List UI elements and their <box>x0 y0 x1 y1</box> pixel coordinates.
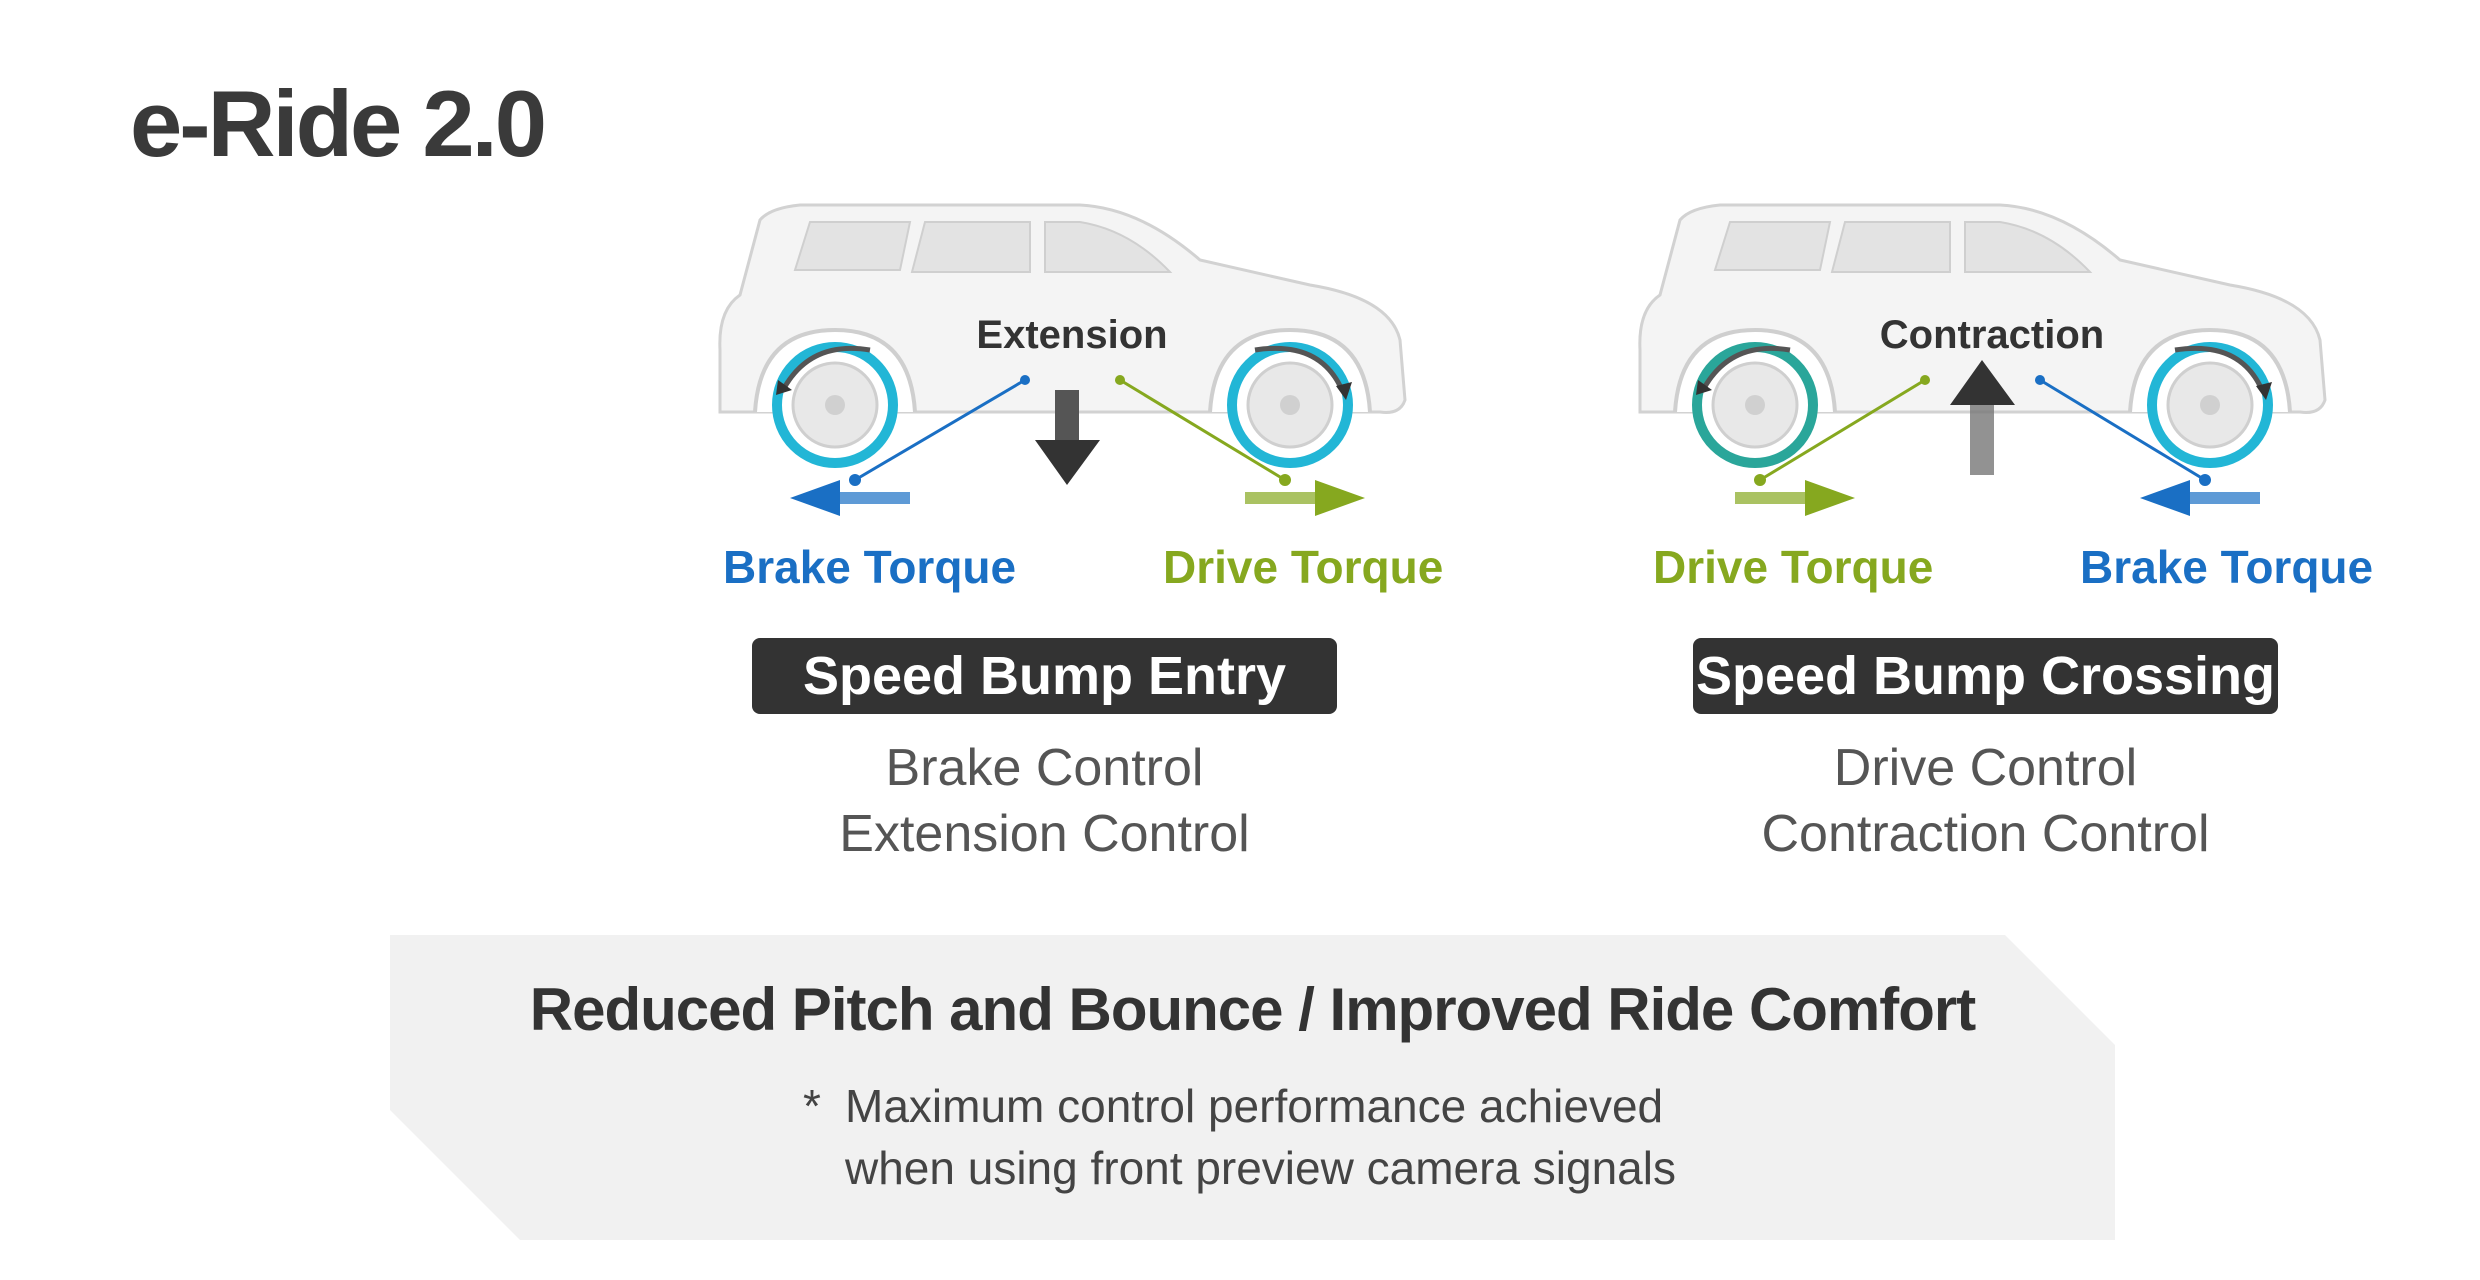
summary-headline: Reduced Pitch and Bounce / Improved Ride… <box>529 976 1977 1043</box>
brake-torque-label: Brake Torque <box>723 541 1017 593</box>
control-line: Drive Control <box>1833 739 2138 797</box>
drive-arrow-icon <box>1735 480 1855 516</box>
car-window <box>793 221 912 271</box>
page-title: e-Ride 2.0 <box>130 71 547 176</box>
front-wheel <box>1227 342 1353 468</box>
car-window <box>1713 221 1832 271</box>
summary-banner: Reduced Pitch and Bounce / Improved Ride… <box>390 935 2115 1240</box>
scenario-badge: Speed Bump Crossing <box>1693 638 2278 714</box>
drive-torque-link <box>1759 378 1926 482</box>
footnote-marker: * <box>803 1080 821 1132</box>
brake-arrow-icon <box>2140 480 2260 516</box>
control-line: Contraction Control <box>1761 805 2210 863</box>
state-label: Extension <box>976 313 1167 357</box>
car-diagram-contraction: Contraction <box>1620 190 2340 490</box>
banner-background <box>390 935 2115 1240</box>
note-line: when using front preview camera signals <box>845 1142 1676 1194</box>
brake-torque-link <box>2039 378 2206 482</box>
car-window <box>910 221 1031 273</box>
car-diagram-extension: Extension <box>700 190 1420 490</box>
front-wheel <box>2147 342 2273 468</box>
summary-note: * Maximum control performance achieved w… <box>803 1075 1676 1199</box>
control-description: Drive Control Contraction Control <box>1693 735 2278 867</box>
drive-torque-label: Drive Torque <box>1653 541 1934 593</box>
car-window <box>1830 221 1951 273</box>
brake-arrow-icon <box>790 480 910 516</box>
car-window <box>1044 221 1173 273</box>
drive-torque-link <box>1119 378 1286 482</box>
car-window <box>1964 221 2093 273</box>
note-line: Maximum control performance achieved <box>845 1080 1664 1132</box>
drive-torque-label: Drive Torque <box>1163 541 1444 593</box>
drive-arrow-icon <box>1245 480 1365 516</box>
brake-torque-link <box>854 378 1026 482</box>
rear-wheel <box>1692 342 1818 468</box>
scenario-badge: Speed Bump Entry <box>752 638 1337 714</box>
control-line: Extension Control <box>839 805 1250 863</box>
control-description: Brake Control Extension Control <box>752 735 1337 867</box>
rear-wheel <box>772 342 898 468</box>
state-label: Contraction <box>1880 313 2104 357</box>
brake-torque-label: Brake Torque <box>2080 541 2374 593</box>
control-line: Brake Control <box>885 739 1204 797</box>
up-arrow-icon <box>1950 360 2015 475</box>
down-arrow-icon <box>1035 390 1100 485</box>
